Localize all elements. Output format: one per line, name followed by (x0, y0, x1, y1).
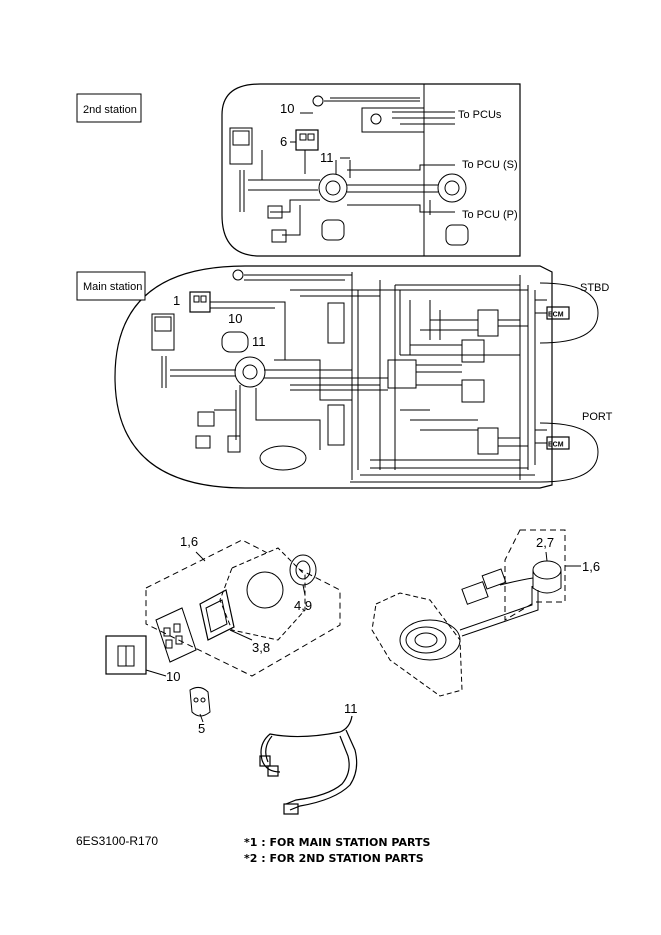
callout-second-11: 11 (320, 150, 334, 165)
footnote-main-station: *1 : FOR MAIN STATION PARTS (244, 836, 431, 849)
callout-main-1: 1 (173, 293, 180, 308)
callout-1-6-left: 1,6 (180, 534, 198, 549)
ecm-stbd-label: ECM (548, 312, 564, 319)
ecm-stbd-oval (539, 282, 599, 344)
second-station-diagram (221, 83, 521, 257)
main-station-diagram (114, 265, 599, 489)
second-station-label: 2nd station (83, 104, 137, 116)
port-label: PORT (582, 411, 613, 423)
left-parts-cluster (105, 539, 341, 723)
harness-11 (259, 715, 358, 815)
footnote-second-station: *2 : FOR 2ND STATION PARTS (244, 852, 424, 865)
stbd-label: STBD (580, 282, 609, 294)
callout-main-10: 10 (228, 311, 242, 326)
callout-1-6-right: 1,6 (582, 559, 600, 574)
callout-4-9: 4,9 (294, 598, 312, 613)
ecm-port-label: ECM (548, 442, 564, 449)
to-pcus-label: To PCUs (458, 109, 502, 121)
to-pcu-s-label: To PCU (S) (462, 159, 518, 171)
callout-5: 5 (198, 721, 205, 736)
diagram-code: 6ES3100-R170 (76, 834, 159, 848)
main-station-outline (114, 265, 553, 489)
dashed-outline-panel (371, 592, 463, 697)
callout-11-part: 11 (344, 701, 358, 716)
callout-second-6: 6 (280, 134, 287, 149)
main-station-label-box (76, 271, 146, 301)
callout-second-10: 10 (280, 101, 294, 116)
right-parts-cluster (371, 529, 581, 697)
second-station-label-box (76, 93, 142, 123)
callout-main-11: 11 (252, 334, 266, 349)
ecm-port-oval (539, 422, 599, 483)
dashed-group-left (145, 539, 341, 677)
main-station-label: Main station (83, 281, 142, 293)
to-pcu-p-label: To PCU (P) (462, 209, 518, 221)
second-station-outline (221, 83, 521, 257)
callout-3-8: 3,8 (252, 640, 270, 655)
callout-2-7: 2,7 (536, 535, 554, 550)
callout-10-part: 10 (166, 669, 180, 684)
